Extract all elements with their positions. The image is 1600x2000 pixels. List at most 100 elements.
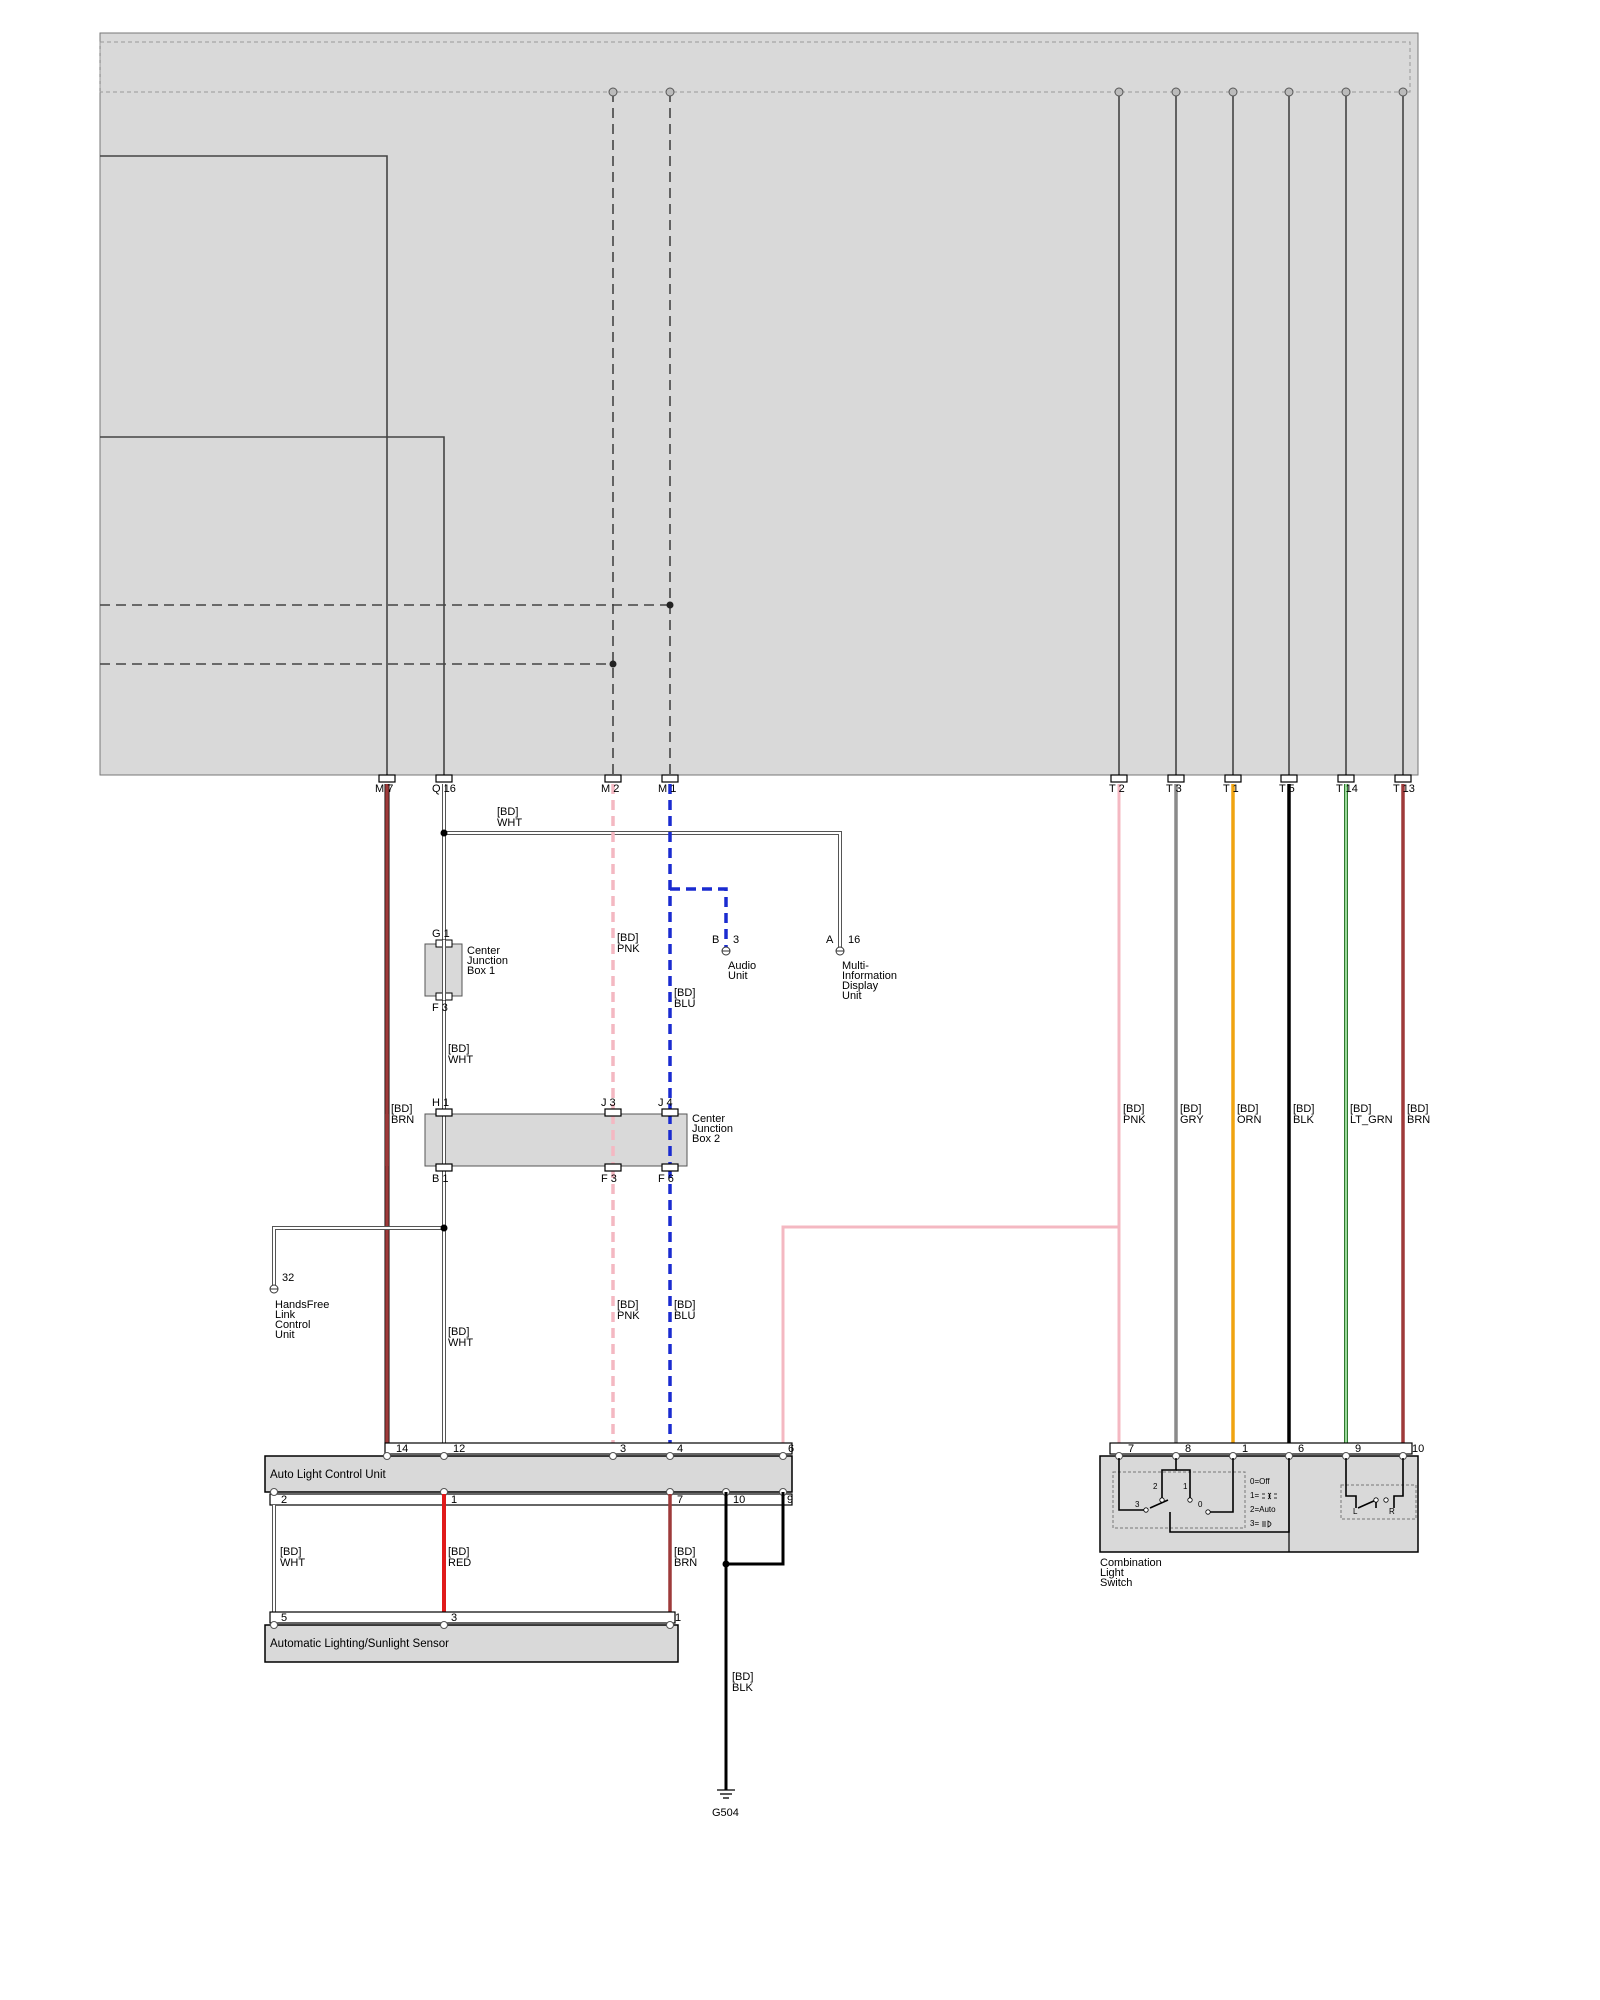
cls-name-line3: Switch: [1100, 1577, 1132, 1589]
handsfree-pin-num: 32: [282, 1272, 294, 1284]
cls-legend-off: 0=Off: [1250, 1477, 1270, 1486]
wire-label-wht: WHT: [497, 817, 522, 829]
midu-name-line1: Multi-: [842, 960, 869, 972]
ground-label: G504: [712, 1807, 739, 1819]
cls-pos-1: 1: [1183, 1482, 1188, 1491]
sensor-pin-5: 5: [281, 1612, 287, 1624]
wire-label-wht: WHT: [448, 1054, 473, 1066]
alcu-pin-3: 3: [620, 1443, 626, 1455]
wire-label-bd: [BD]: [1407, 1103, 1428, 1115]
wire-label-bd: [BD]: [448, 1043, 469, 1055]
sensor-name: Automatic Lighting/Sunlight Sensor: [270, 1638, 449, 1650]
cls-l-label: L: [1353, 1507, 1358, 1516]
wire-label-blu: BLU: [674, 1310, 695, 1322]
wire-pnk-alcu-6: [781, 1225, 1119, 1443]
wire-labels: [BD] WHT [BD] PNK [BD] BLU [BD] WHT [BD]…: [280, 806, 1430, 1694]
wire-label-red: RED: [448, 1557, 471, 1569]
cjb1-pin-bottom: F 3: [432, 1002, 448, 1014]
handsfree-name-line2: Link: [275, 1309, 296, 1321]
cls-pin-1: 1: [1242, 1443, 1248, 1455]
wire-label-bd: [BD]: [448, 1546, 469, 1558]
cls-pos-0: 0: [1198, 1500, 1203, 1509]
wire-label-ltgrn: LT_GRN: [1350, 1114, 1393, 1126]
alcu-pin-9: 9: [787, 1494, 793, 1506]
wire-wht-handsfree-branch: [272, 1226, 444, 1286]
connector-q16-label: Q 16: [432, 783, 456, 795]
splice-dot: [666, 601, 674, 609]
wire-label-wht: WHT: [448, 1337, 473, 1349]
cls-pos-2: 2: [1153, 1482, 1158, 1491]
wire-label-bd: [BD]: [674, 1546, 695, 1558]
cjb1-name-line3: Box 1: [467, 965, 495, 977]
cjb2-pin-f6: F 6: [658, 1173, 674, 1185]
wire-label-bd: [BD]: [674, 1299, 695, 1311]
cls-legend-1: 1=: [1250, 1491, 1259, 1500]
splice-dot: [440, 1224, 448, 1232]
midu-name-line3: Display: [842, 980, 879, 992]
cjb2-name-line3: Box 2: [692, 1133, 720, 1145]
cls-pos-3: 3: [1135, 1500, 1140, 1509]
alcu-pin-2: 2: [281, 1494, 287, 1506]
alcu-name: Auto Light Control Unit: [270, 1469, 387, 1481]
wire-label-pnk: PNK: [617, 943, 640, 955]
cls-pin-10: 10: [1412, 1443, 1424, 1455]
midu-pin-num: 16: [848, 934, 860, 946]
wire-label-brn: BRN: [1407, 1114, 1430, 1126]
sensor-pin-1: 1: [675, 1612, 681, 1624]
wire-label-bd: [BD]: [1350, 1103, 1371, 1115]
wire-label-pnk: PNK: [1123, 1114, 1146, 1126]
wire-label-bd: [BD]: [1237, 1103, 1258, 1115]
cjb2-pin-h1: H 1: [432, 1097, 449, 1109]
handsfree-name-line4: Unit: [275, 1329, 295, 1341]
wire-label-bd: [BD]: [1180, 1103, 1201, 1115]
wire-label-bd: [BD]: [280, 1546, 301, 1558]
handsfree-name-line1: HandsFree: [275, 1299, 329, 1311]
wire-label-orn: ORN: [1237, 1114, 1262, 1126]
alcu-pin-4: 4: [677, 1443, 683, 1455]
wire-label-brn: BRN: [674, 1557, 697, 1569]
automatic-lighting-sunlight-sensor: 5 3 1 Automatic Lighting/Sunlight Sensor: [264, 1611, 681, 1663]
wire-label-blk: BLK: [732, 1682, 753, 1694]
cjb2-name-line2: Junction: [692, 1123, 733, 1135]
connector-m2-label: M 2: [601, 783, 619, 795]
wire-wht-midu-branch: [444, 831, 842, 948]
alcu-pin-6: 6: [788, 1443, 794, 1455]
sensor-pin-3: 3: [451, 1612, 457, 1624]
cjb2-pin-b1: B 1: [432, 1173, 449, 1185]
headlight-icon: [1262, 1520, 1272, 1528]
cls-legend-3: 3=: [1250, 1519, 1259, 1528]
cjb2-pin-j3: J 3: [601, 1097, 616, 1109]
splice-dot: [609, 660, 617, 668]
cjb1-name-line2: Junction: [467, 955, 508, 967]
cjb2-pin-j4: J 4: [658, 1097, 673, 1109]
audio-unit-name-line2: Unit: [728, 970, 748, 982]
wire-label-brn: BRN: [391, 1114, 414, 1126]
connector-t13-label: T 13: [1393, 783, 1415, 795]
ground-g504: [717, 1789, 735, 1799]
cjb1-name-line1: Center: [467, 945, 500, 957]
cls-r-label: R: [1389, 1507, 1395, 1516]
module-internal-wiring: [100, 92, 1404, 778]
audio-unit-pin: B: [712, 934, 719, 946]
alcu-pin-10: 10: [733, 1494, 745, 1506]
audio-unit-pin-num: 3: [733, 934, 739, 946]
cls-pin-8: 8: [1185, 1443, 1191, 1455]
module-connector-labels: M 7 Q 16 M 2 M 1 T 2 T 3 T 1 T 5 T 14 T …: [375, 783, 1415, 795]
wire-label-bd: [BD]: [1293, 1103, 1314, 1115]
connector-t1-label: T 1: [1223, 783, 1239, 795]
alcu-pin-7: 7: [677, 1494, 683, 1506]
wire-label-blu: BLU: [674, 998, 695, 1010]
audio-unit: B 3 Audio Unit: [712, 934, 756, 982]
module-internal-terminals: [608, 87, 1408, 97]
multi-information-display-unit: A 16 Multi- Information Display Unit: [826, 934, 897, 1002]
wire-label-bd: [BD]: [732, 1671, 753, 1683]
handsfree-link-control-unit: 32 HandsFree Link Control Unit: [269, 1272, 329, 1341]
cls-pin-7: 7: [1128, 1443, 1134, 1455]
cls-name-line1: Combination: [1100, 1557, 1162, 1569]
cls-legend-auto: 2=Auto: [1250, 1505, 1276, 1514]
wire-label-bd: [BD]: [674, 987, 695, 999]
cjb2-name-line1: Center: [692, 1113, 725, 1125]
connector-t2-label: T 2: [1109, 783, 1125, 795]
connector-t14-label: T 14: [1336, 783, 1358, 795]
